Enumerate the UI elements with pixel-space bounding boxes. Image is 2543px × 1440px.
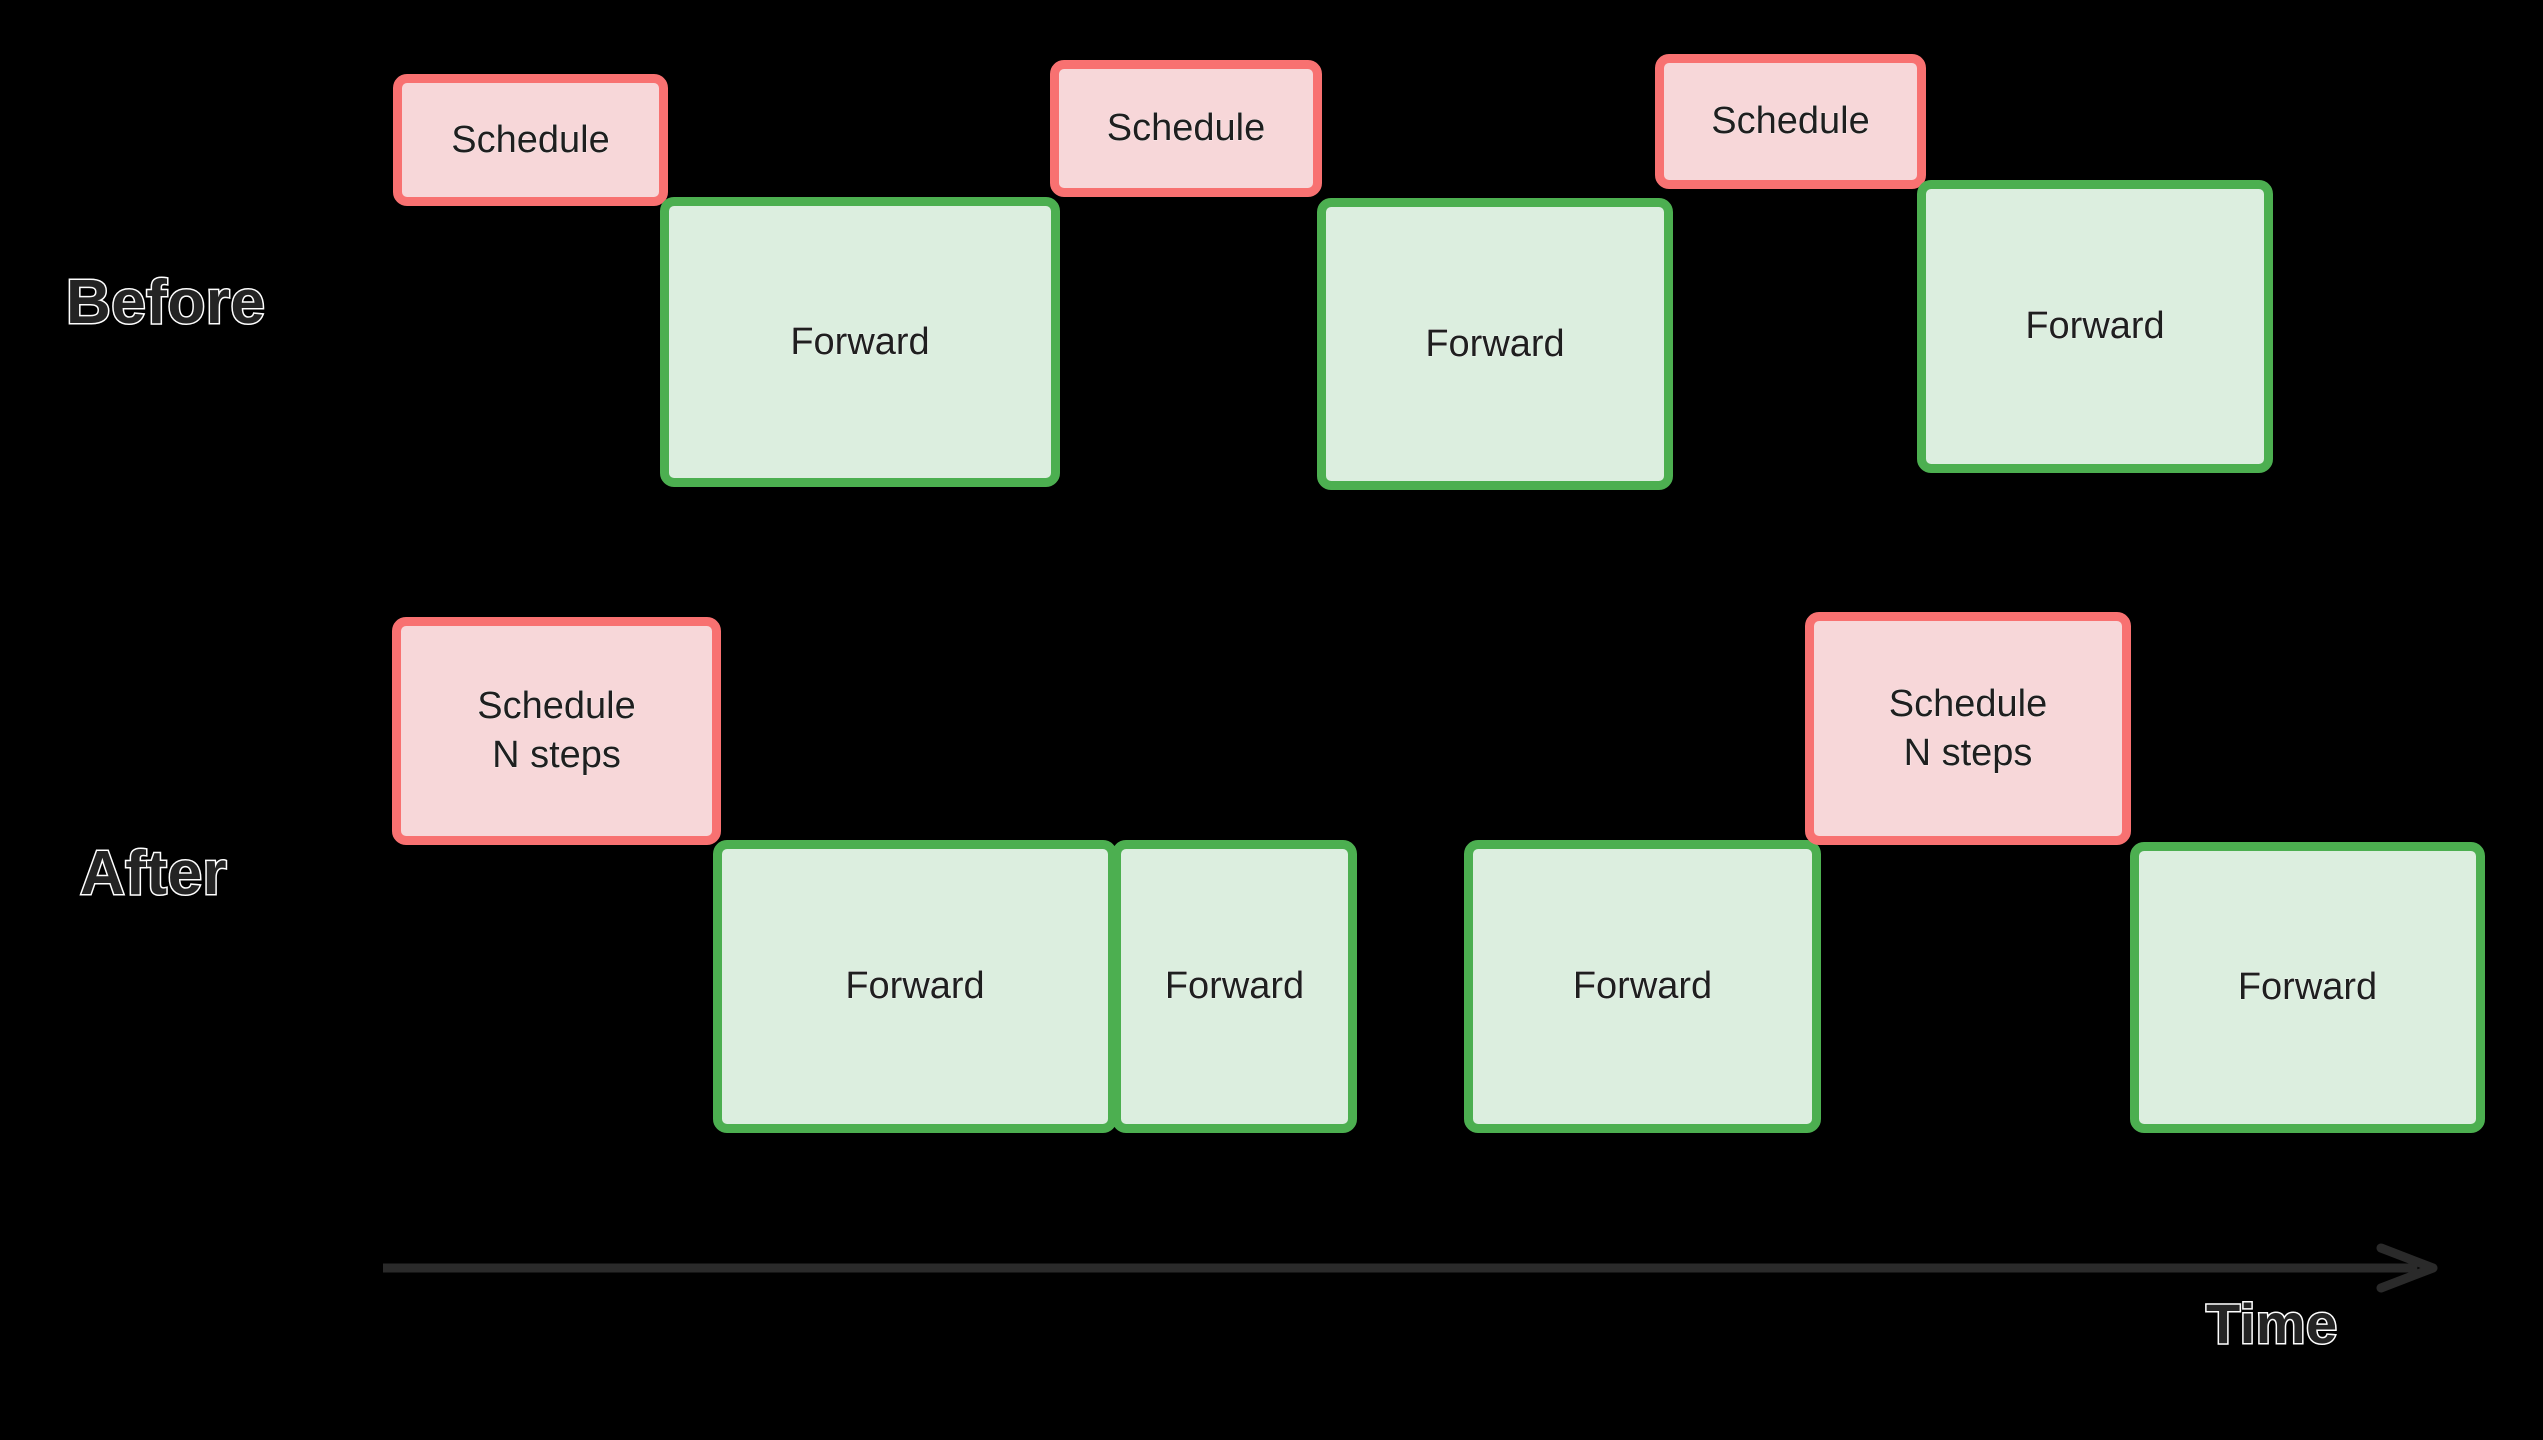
row-label-after: After <box>78 839 228 908</box>
before-schedule-block-5: Schedule <box>1655 54 1926 189</box>
after-forward-block-4: Forward <box>1464 840 1821 1133</box>
arrow-right-icon <box>383 1243 2438 1293</box>
row-label-before: Before <box>64 268 266 337</box>
before-forward-block-2: Forward <box>660 197 1060 487</box>
time-axis <box>383 1243 2448 1293</box>
before-forward-block-6: Forward <box>1917 180 2273 473</box>
before-schedule-block-1: Schedule <box>393 74 668 206</box>
after-forward-block-6: Forward <box>2130 842 2485 1133</box>
time-axis-label: Time <box>2205 1292 2339 1355</box>
before-forward-block-4: Forward <box>1317 198 1673 490</box>
before-schedule-block-3: Schedule <box>1050 60 1322 197</box>
after-forward-block-2: Forward <box>713 840 1117 1133</box>
after-forward-block-3: Forward <box>1112 840 1357 1133</box>
